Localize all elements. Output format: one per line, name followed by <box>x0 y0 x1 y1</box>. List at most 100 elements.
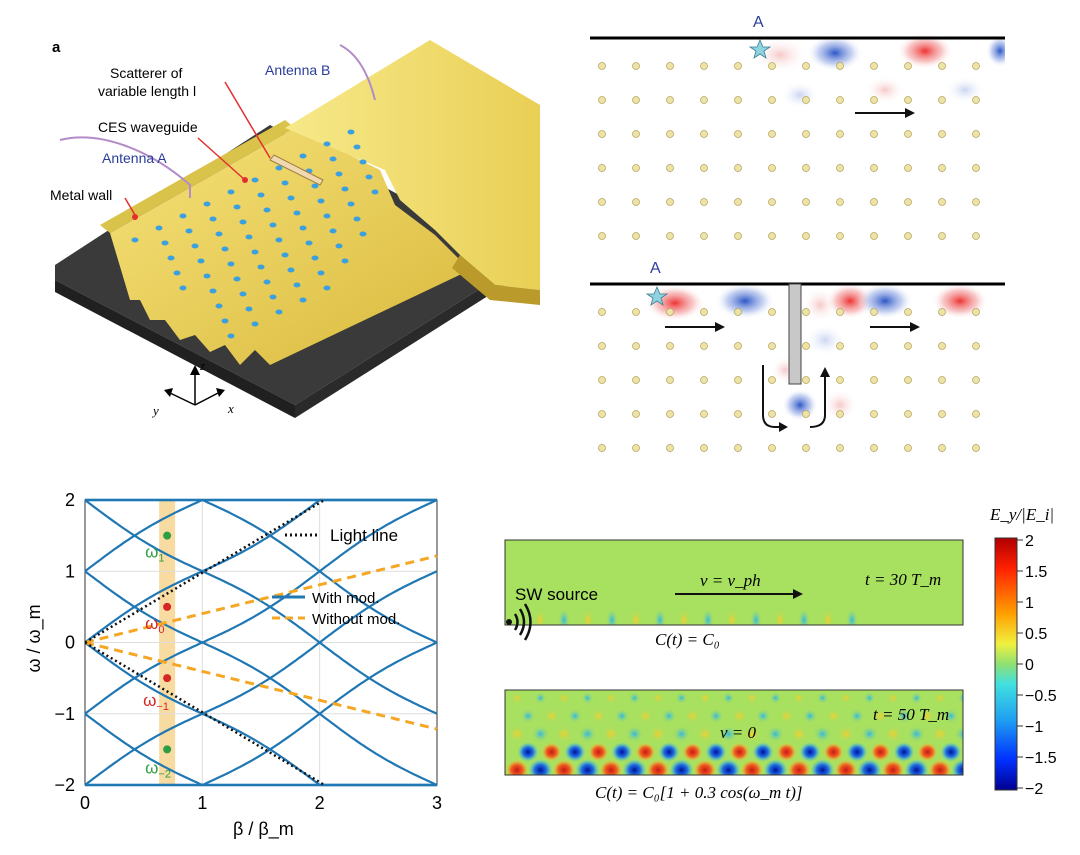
lattice-dot <box>904 130 912 138</box>
lattice-dot <box>632 62 640 70</box>
pin <box>323 213 331 219</box>
field-lobe <box>904 759 929 775</box>
lattice-dot <box>734 164 742 172</box>
lattice-dot <box>700 62 708 70</box>
legend-with-mod: With mod. <box>312 590 380 607</box>
lattice-dot <box>972 342 980 350</box>
lattice-dot <box>598 308 606 316</box>
lattice-dot <box>598 96 606 104</box>
field-lobe <box>508 725 526 743</box>
lattice-dot <box>632 198 640 206</box>
colorbar-tick: 1 <box>1025 595 1034 612</box>
simulation-top: SW source v = v_ph t = 30 T_m C(t) = C₀ <box>504 539 964 649</box>
star-marker-top <box>748 38 772 59</box>
lattice-dot <box>700 232 708 240</box>
band-with-mod <box>84 570 438 786</box>
lattice-dot <box>938 164 946 172</box>
field-lobe <box>646 759 670 775</box>
field-lobe <box>614 708 630 724</box>
field-lobe <box>863 691 876 705</box>
pin <box>329 228 337 234</box>
field-lobe <box>699 691 711 705</box>
field-ripple <box>558 608 570 625</box>
y-tick-label: 1 <box>65 561 75 581</box>
field-lobe <box>558 691 570 705</box>
field-lobe <box>581 691 594 705</box>
lattice-dot <box>632 164 640 172</box>
field-lobe <box>813 725 832 743</box>
field-lobe <box>967 709 982 724</box>
lattice-dot <box>836 164 844 172</box>
antenna-a-label: Antenna A <box>102 150 167 166</box>
field-lobe <box>943 708 959 724</box>
lattice-dot <box>802 164 810 172</box>
pin <box>305 240 313 246</box>
lattice-dot <box>972 164 980 172</box>
colorbar-tick: 0 <box>1025 657 1034 674</box>
lattice-dot <box>768 130 776 138</box>
field-lobe <box>810 759 835 775</box>
field-lobe <box>763 759 788 775</box>
field-lobe <box>755 708 771 724</box>
lattice-dot <box>666 342 674 350</box>
field-lobe <box>752 742 774 762</box>
field-lobe <box>881 759 905 775</box>
lattice-dot <box>632 308 640 316</box>
field-lobe <box>716 759 741 775</box>
band-with-mod <box>84 712 437 787</box>
lattice-dot <box>768 342 776 350</box>
metal-wall <box>100 120 295 233</box>
field-lobe <box>611 742 633 762</box>
lattice-dot <box>938 198 946 206</box>
lattice-dot <box>904 410 912 418</box>
lattice-dot <box>734 62 742 70</box>
field-lobe <box>910 691 923 705</box>
lattice-dot <box>870 62 878 70</box>
lattice-dot <box>836 308 844 316</box>
ces-surface <box>110 128 470 365</box>
field-lobe <box>779 708 794 724</box>
lattice-dot <box>802 96 810 104</box>
lattice-dot <box>836 198 844 206</box>
colorbar-tick: −2 <box>1025 781 1043 798</box>
lattice-dot <box>938 376 946 384</box>
pin <box>311 255 319 261</box>
pin <box>191 243 199 249</box>
pin <box>179 213 187 219</box>
field-ripple <box>534 608 546 625</box>
lattice-dot <box>870 198 878 206</box>
lattice-dot <box>938 342 946 350</box>
lattice-dot <box>666 96 674 104</box>
lattice-dot <box>972 198 980 206</box>
field-lobe <box>954 725 963 743</box>
band-with-mod <box>85 498 438 644</box>
field-lobe <box>870 742 891 762</box>
simulation-maps: SW source v = v_ph t = 30 T_m C(t) = C₀ … <box>504 505 1057 802</box>
x-tick-label: 1 <box>197 793 207 813</box>
field-lobe <box>722 691 735 705</box>
lattice-dot <box>870 308 878 316</box>
scatterer <box>269 154 324 186</box>
pin <box>299 225 307 231</box>
lattice-dot <box>632 130 640 138</box>
field-lobe <box>505 759 529 775</box>
lattice-dot <box>904 308 912 316</box>
pin <box>155 225 163 231</box>
lattice-dot <box>836 376 844 384</box>
colorbar-tick: −0.5 <box>1025 688 1057 705</box>
field-lobe <box>740 759 764 775</box>
lattice-dot <box>700 96 708 104</box>
svg-text:x: x <box>227 401 234 416</box>
pin <box>269 294 277 300</box>
pin <box>239 291 247 297</box>
field-lobe <box>705 742 727 762</box>
lattice-dot <box>972 444 980 452</box>
field-lobe <box>931 725 949 743</box>
pin <box>275 237 283 243</box>
colorbar-tick: −1 <box>1025 719 1043 736</box>
field-lobe <box>893 742 915 762</box>
omega-minus-1-label: ω−1 <box>143 691 169 713</box>
field-lobe <box>635 742 656 762</box>
lattice-dot <box>734 376 742 384</box>
